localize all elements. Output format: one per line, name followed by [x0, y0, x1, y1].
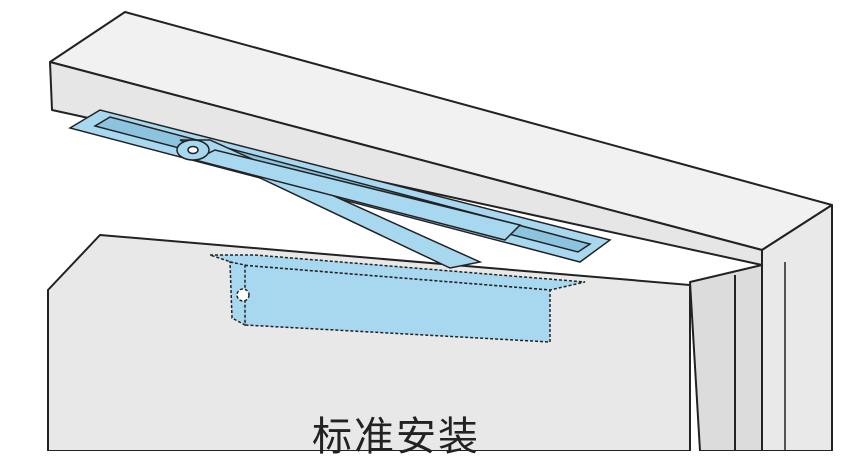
closer-body: [209, 254, 586, 343]
frame-inner-jamb: [689, 264, 763, 451]
pivot-pin: [187, 145, 199, 155]
installation-caption: 标准安装: [312, 414, 480, 460]
closer-top: [209, 254, 586, 291]
header-frame: [49, 11, 833, 451]
closer-front: [239, 264, 551, 343]
arm: [176, 139, 522, 269]
door-closer-diagram: [47, 11, 833, 451]
closer-valve: [236, 288, 250, 302]
